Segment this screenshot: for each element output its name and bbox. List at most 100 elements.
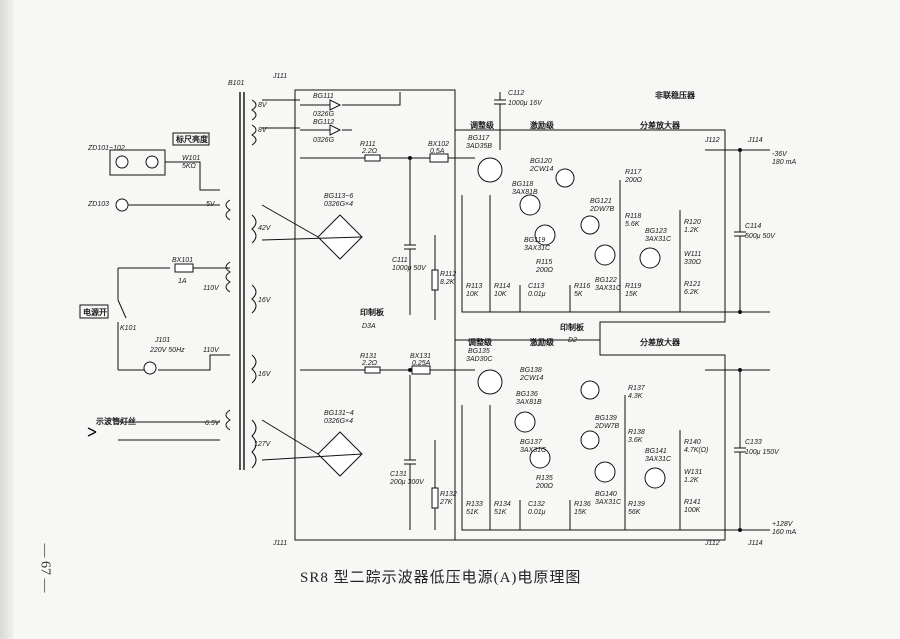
lamp-wire — [118, 421, 220, 441]
scale-label: 标尺亮度 — [175, 134, 209, 144]
r136-id: R136 — [574, 501, 591, 508]
conn-j114-top: J114 — [747, 137, 763, 144]
rectifier-top-wire — [300, 92, 401, 131]
out-neg36-current: 180 mA — [772, 159, 796, 166]
w131-id: W131 — [684, 469, 702, 476]
bg141-id: BG141 — [645, 448, 667, 455]
junction-dot — [738, 148, 742, 152]
bg141-type: 3AX31C — [645, 456, 672, 463]
r131-resistor-icon — [364, 366, 381, 374]
r139-id: R139 — [628, 501, 645, 508]
bg112-type: 0326G — [313, 137, 335, 144]
adjust-top-label: 调整级 — [470, 120, 495, 130]
bx131-value: 0.25A — [412, 360, 431, 367]
bottom-regulator-parts: BG131~4 0326G×4 R131 2.2Ω BX131 0.25A BG… — [317, 348, 796, 547]
mains-plug-icon — [143, 361, 157, 375]
bg111-id: BG111 — [313, 93, 334, 100]
bg136-id: BG136 — [516, 391, 538, 398]
junction-dot — [738, 310, 742, 314]
top-bus-wire — [461, 180, 705, 313]
r133-value: 51K — [466, 509, 479, 516]
bg112-diode-icon — [329, 124, 342, 136]
r114-id: R114 — [494, 283, 510, 290]
junction-dot — [408, 368, 412, 372]
zd103-lamp-icon — [115, 198, 129, 212]
r117-id: R117 — [625, 169, 642, 176]
bg113-type: 0326G×4 — [324, 201, 353, 208]
w131-value: 1.2K — [684, 477, 699, 484]
adjust-bottom-label: 调整级 — [468, 337, 493, 347]
bg122-type: 3AX31C — [595, 285, 622, 292]
r119-value: 15K — [625, 291, 638, 298]
r136-value: 15K — [574, 509, 587, 516]
c132-value: 0.01μ — [528, 509, 546, 516]
winding-16v-a: 16V — [258, 297, 272, 304]
w101-id: W101 — [182, 155, 200, 162]
w111-id: W111 — [684, 251, 701, 258]
transformer-b101: B101 8V 8V 42V 16V 16V 127V J111 J111 — [225, 73, 287, 547]
bg139-type: 2DW7B — [594, 423, 619, 430]
primary-110v-b: 110V — [203, 347, 220, 354]
c133-output-wire — [705, 369, 770, 531]
fuse-bx101-icon — [174, 263, 194, 273]
r111-id: R111 — [360, 141, 376, 148]
bg113-bridge-icon — [317, 214, 363, 260]
bg135-type: 3AD30C — [466, 356, 493, 363]
junction-dot — [738, 368, 742, 372]
regulator-top-label: 非联稳压器 — [655, 90, 696, 100]
bg140-id: BG140 — [595, 491, 617, 498]
switch-wire — [117, 267, 170, 371]
switch-label: 电源开 — [83, 307, 107, 317]
diffamp-bottom-label: 分差放大器 — [640, 337, 681, 347]
bg113-id: BG113~6 — [324, 193, 353, 200]
r119-id: R119 — [625, 283, 641, 290]
bg117-id: BG117 — [468, 135, 490, 142]
r137-value: 4.3K — [628, 393, 643, 400]
r138-value: 3.6K — [628, 437, 643, 444]
supply-5v: 5V — [206, 201, 216, 208]
bx102-id: BX102 — [428, 141, 449, 148]
bx102-fuse-icon — [429, 153, 449, 163]
top-regulator-parts: BG111 0326G BG112 0326G BG113~6 0326G×4 … — [300, 90, 796, 320]
bg131-type: 0326G×4 — [324, 418, 353, 425]
r133-id: R133 — [466, 501, 483, 508]
bg138-type: 2CW14 — [519, 375, 543, 382]
c114-value: 500μ 50V — [745, 233, 776, 240]
bg118-type: 3AX81B — [512, 189, 538, 196]
r112-id: R112 — [440, 271, 456, 278]
switch-label-box — [79, 304, 109, 319]
bg140-type: 3AX31C — [595, 499, 622, 506]
r120-value: 1.2K — [684, 227, 699, 234]
r116-id: R116 — [574, 283, 590, 290]
c114-id: C114 — [745, 223, 761, 230]
r131-value: 2.2Ω — [361, 360, 378, 367]
scale-label-box — [172, 132, 210, 146]
r121-value: 6.2K — [684, 289, 699, 296]
bg118-transistor-icon — [519, 194, 541, 216]
bg139-id: BG139 — [595, 415, 617, 422]
zd-wire — [109, 149, 220, 206]
bg140-transistor-icon — [594, 461, 616, 483]
bg123-transistor-icon — [639, 247, 661, 269]
bg139-zener-icon — [580, 430, 600, 450]
c112-id: C112 — [508, 90, 524, 97]
bg119-type: 3AX31C — [524, 245, 551, 252]
bg135-transistor-icon — [477, 369, 503, 395]
bg111-type: 0326G — [313, 111, 335, 118]
mains-id: J101 — [154, 337, 170, 344]
bg123-id: BG123 — [645, 228, 667, 235]
w101-value: 5KΩ — [182, 163, 197, 170]
r140-value: 4.7K(Ω) — [684, 447, 708, 454]
r112-resistor-icon — [431, 269, 439, 291]
zd-b-label: ZD103 — [87, 201, 109, 208]
c112-capacitor-icon — [494, 92, 506, 150]
c114-output-wire — [705, 149, 770, 313]
bg111-diode-icon — [329, 99, 342, 111]
r121-id: R121 — [684, 281, 701, 288]
bx131-fuse-icon — [411, 365, 431, 375]
r113-value: 10K — [466, 291, 479, 298]
bg121-id: BG121 — [590, 198, 612, 205]
r132-value: 27K — [439, 499, 453, 506]
bg120-zener-icon — [555, 168, 575, 188]
